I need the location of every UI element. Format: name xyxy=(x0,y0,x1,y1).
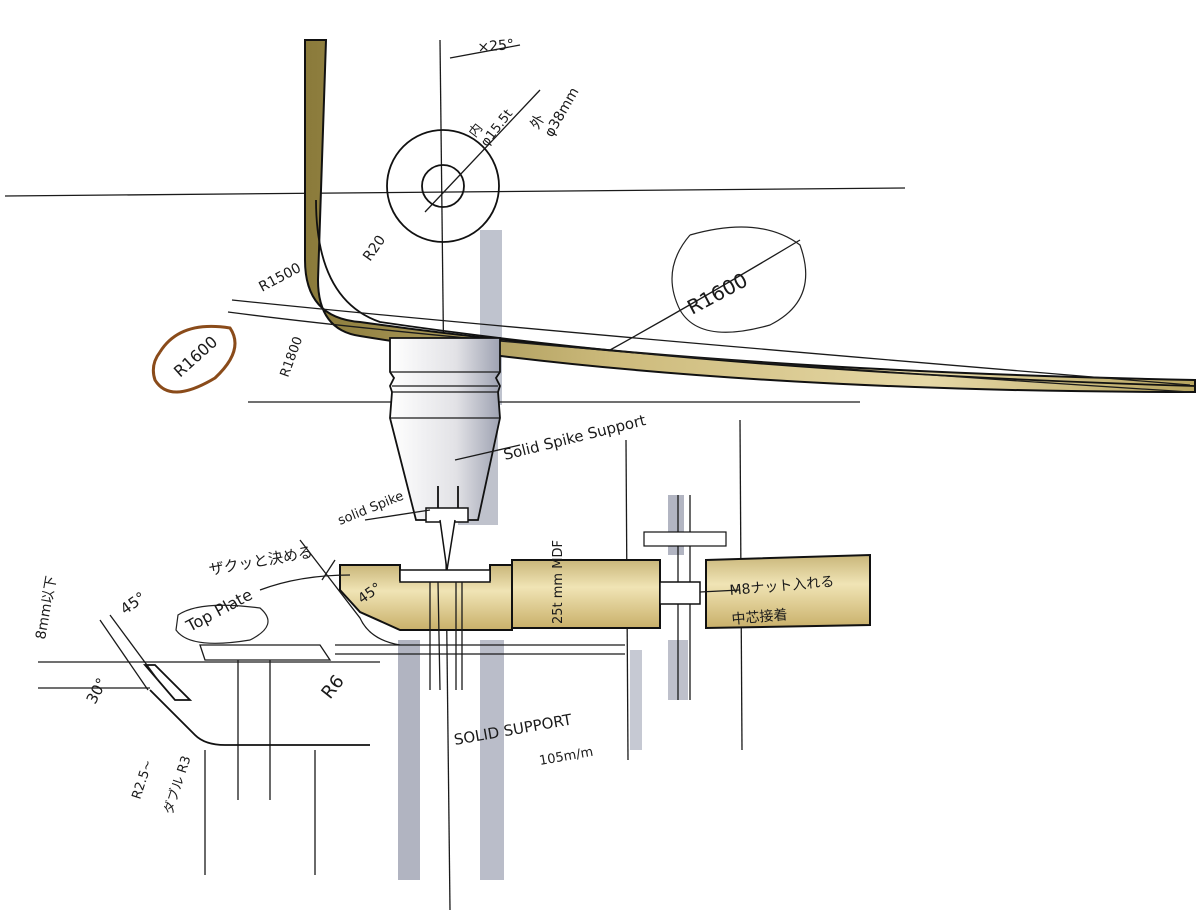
label-inner-dia: 内φ15.5t xyxy=(466,97,517,150)
leader-lines xyxy=(151,44,807,644)
grey-shading xyxy=(398,230,688,880)
label-r1600-circled: R1600 xyxy=(170,332,221,381)
top-circle-section xyxy=(386,89,541,243)
bottom-left-detail xyxy=(99,614,370,746)
label-angle-45-left: 45° xyxy=(117,588,149,618)
label-support-length: 105m/m xyxy=(538,745,594,769)
label-r1600-main: R1600 xyxy=(683,268,751,320)
label-under-8mm: 8mm以下 xyxy=(33,575,60,641)
mdf-plank xyxy=(299,539,871,655)
label-solid-spike: solid Spike xyxy=(336,489,406,529)
threaded-rods xyxy=(237,495,727,800)
label-outer-dia: 外φ38mm xyxy=(528,77,583,140)
label-r25: R2.5~ xyxy=(130,758,157,801)
label-top-plate: Top Plate xyxy=(182,585,255,636)
label-zakutto: ザクッと決める xyxy=(208,543,315,579)
label-chushin-setchaku: 中芯接着 xyxy=(731,606,788,628)
label-r20: R20 xyxy=(360,233,389,265)
label-mdf: 25t mm MDF xyxy=(551,540,566,624)
label-r1800: R1800 xyxy=(278,335,307,380)
spike-support xyxy=(389,337,501,571)
label-r3: ダブル R3 xyxy=(161,754,195,816)
label-solid-support: SOLID SUPPORT xyxy=(453,710,574,749)
label-angle-top: ×25° xyxy=(477,37,515,56)
label-r1500: R1500 xyxy=(256,260,304,295)
label-angle-30: 30° xyxy=(83,675,111,707)
horn-body xyxy=(227,39,1196,394)
label-r6: R6 xyxy=(317,671,348,703)
